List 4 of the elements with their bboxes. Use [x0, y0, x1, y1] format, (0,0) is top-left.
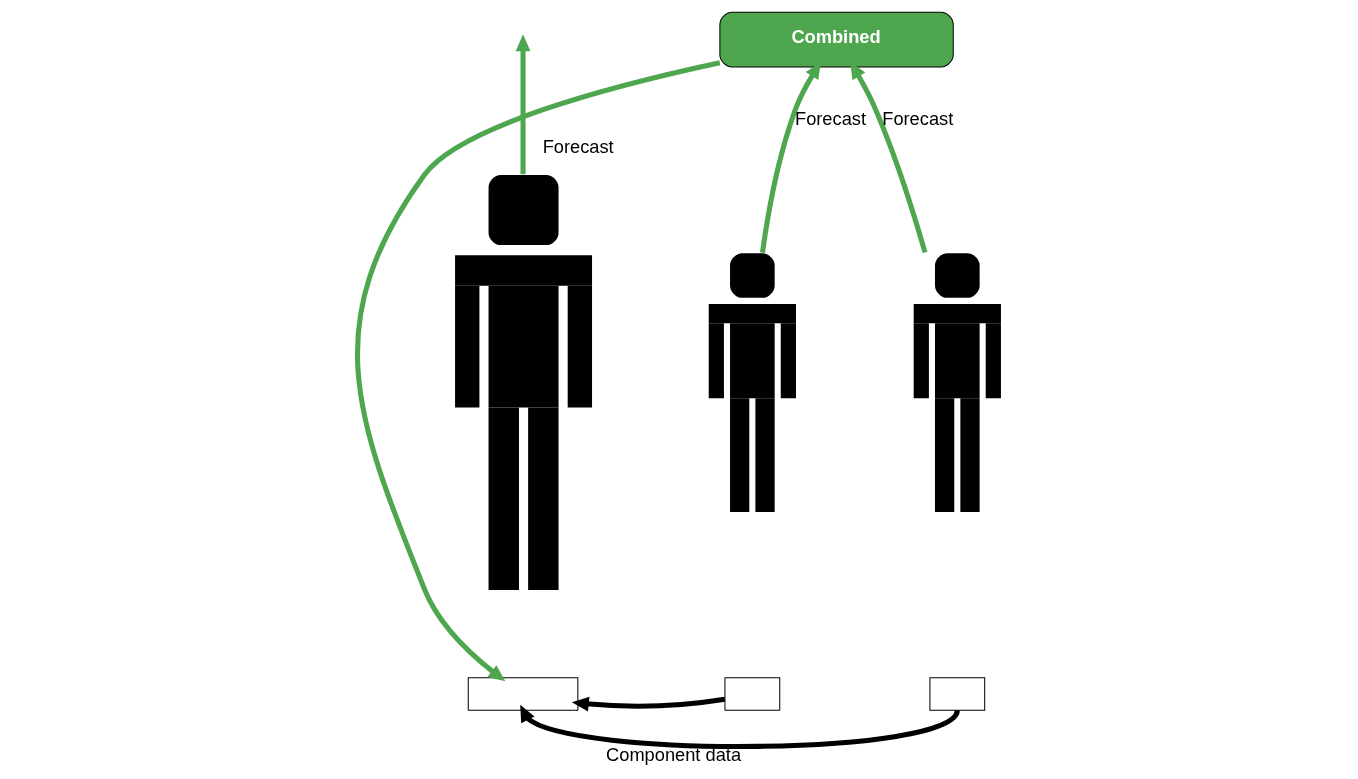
- edge-label: Component data: [606, 744, 742, 766]
- edge-label: Forecast: [794, 108, 866, 130]
- edge-label: Forecast: [542, 135, 614, 157]
- edge-label: Forecast: [882, 108, 954, 130]
